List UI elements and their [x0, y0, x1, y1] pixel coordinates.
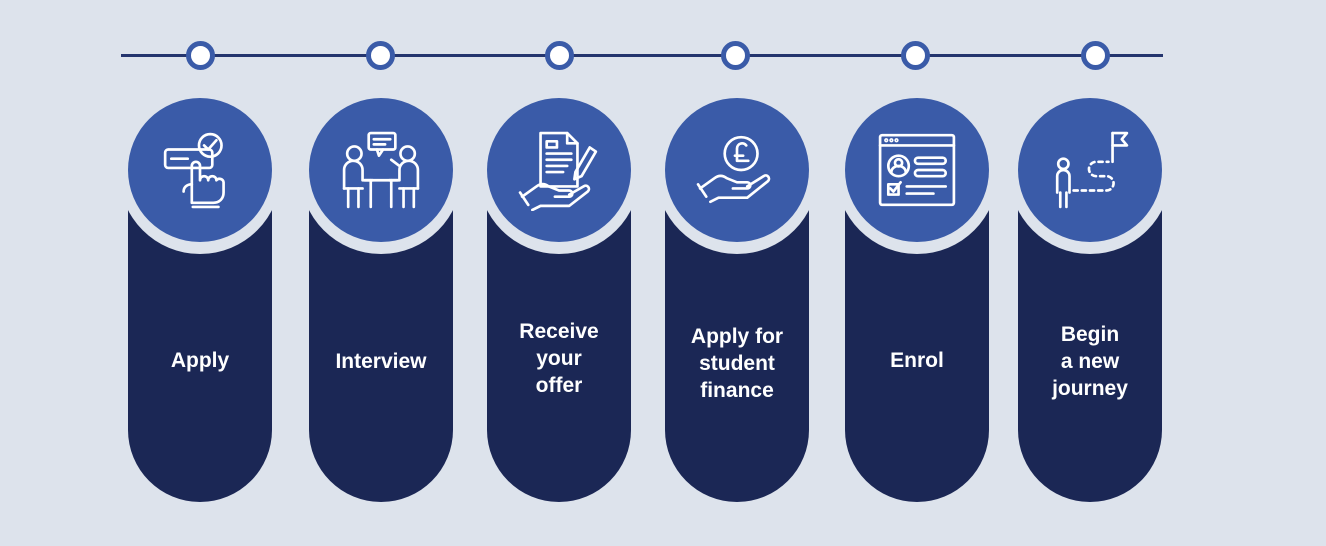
document-hand-pen-icon [518, 131, 598, 211]
timeline-node [366, 41, 395, 70]
step-interview-icon-circle [309, 98, 453, 242]
step-receive-offer-icon-circle [487, 98, 631, 242]
step-student-finance-icon-circle [665, 98, 809, 242]
step-student-finance-label: Apply for student finance [690, 325, 784, 402]
step-new-journey-label: Begin a new journey [1052, 323, 1128, 400]
checkbox-hand-click-icon [163, 132, 225, 209]
timeline-line [121, 54, 1163, 57]
timeline-node [186, 41, 215, 70]
step-new-journey-icon-circle [1018, 98, 1162, 242]
interview-meeting-icon [342, 131, 420, 209]
step-apply-label: Apply [170, 349, 230, 372]
step-enrol-label: Enrol [890, 349, 944, 372]
step-enrol-icon-circle [845, 98, 989, 242]
person-path-flag-icon [1055, 131, 1129, 209]
step-apply-icon-circle [128, 98, 272, 242]
step-receive-offer-label: Receive your offer [519, 320, 599, 397]
pound-coin-hand-icon [696, 135, 771, 204]
step-interview-label: Interview [335, 350, 427, 373]
timeline-node [545, 41, 574, 70]
timeline-node [901, 41, 930, 70]
timeline-node [721, 41, 750, 70]
timeline-node [1081, 41, 1110, 70]
enrolment-form-icon [878, 133, 956, 207]
